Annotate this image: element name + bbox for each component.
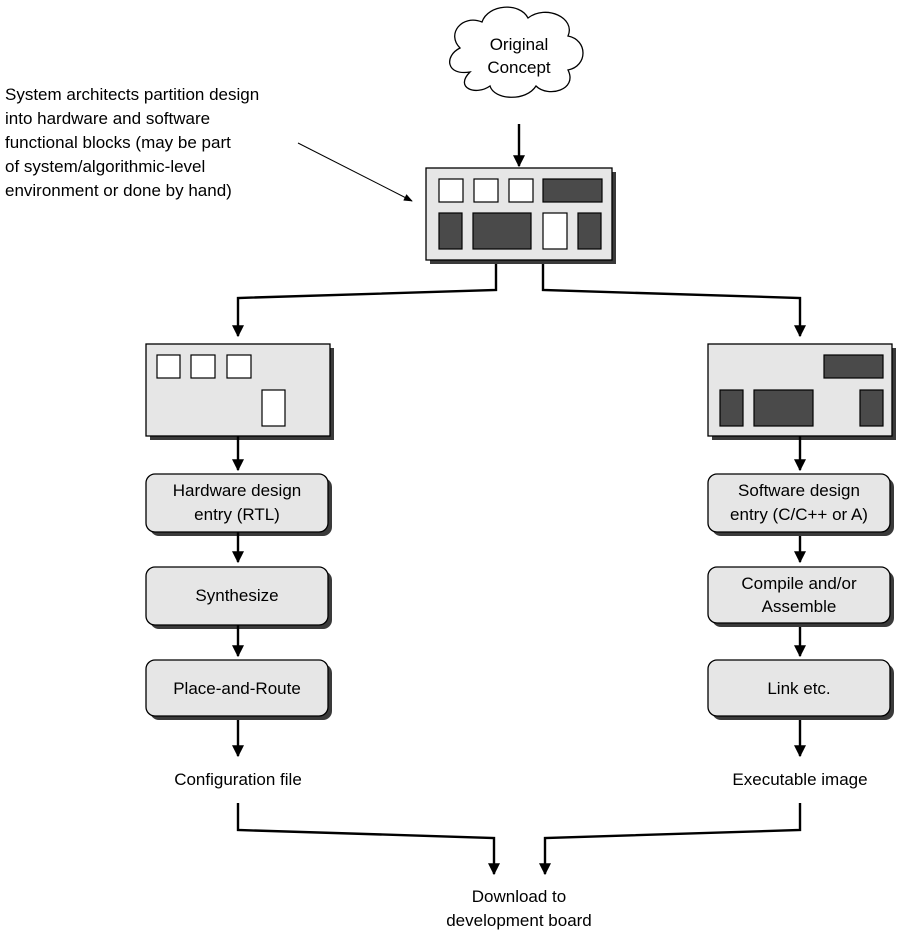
hw-block [473,178,499,203]
hw-block [261,389,286,427]
sw-block [438,212,463,250]
compile-assemble-step: Compile and/or Assemble [707,566,894,627]
arrow-executable-to-download [539,803,802,876]
sw-block [472,212,532,250]
annotation-line: environment or done by hand) [5,181,232,200]
synthesize-step: Synthesize [145,566,332,629]
sw-block [823,354,884,379]
annotation-pointer [297,142,413,202]
arrow-config-to-download [236,803,500,876]
original-concept-cloud: Original Concept [449,6,584,98]
sw-block [753,389,814,427]
step-label: Compile and/or [741,574,857,593]
system-partition-panel [425,167,616,264]
hw-block [508,178,534,203]
step-label: Software design [738,481,860,500]
sw-block [577,212,602,250]
annotation-line: System architects partition design [5,85,259,104]
place-and-route-step: Place-and-Route [145,659,332,720]
annotation-line: into hardware and software [5,109,210,128]
annotation-line: functional blocks (may be part [5,133,231,152]
hw-block [156,354,181,379]
sw-block [859,389,884,427]
annotation-text: System architects partition design into … [5,85,259,200]
software-blocks-panel [707,343,896,440]
hw-block [190,354,216,379]
hw-block [226,354,252,379]
step-label: entry (RTL) [194,505,280,524]
arrow-system-to-hardware [232,264,498,338]
step-label: Synthesize [195,586,278,605]
download-line: development board [446,911,592,930]
executable-image-label: Executable image [732,770,867,789]
cloud-line: Concept [487,58,551,77]
hw-block [542,212,568,250]
step-label: Place-and-Route [173,679,301,698]
link-step: Link etc. [707,659,894,720]
software-design-entry-step: Software design entry (C/C++ or A) [707,473,894,536]
step-label: entry (C/C++ or A) [730,505,868,524]
hw-block [438,178,464,203]
step-label: Hardware design [173,481,302,500]
download-line: Download to [472,887,567,906]
arrow-system-to-software [541,264,806,338]
cloud-line: Original [490,35,549,54]
sw-block [719,389,744,427]
step-label: Assemble [762,597,837,616]
configuration-file-label: Configuration file [174,770,302,789]
download-label: Download to development board [446,887,592,930]
step-label: Link etc. [767,679,830,698]
hardware-design-entry-step: Hardware design entry (RTL) [145,473,332,536]
sw-block [542,178,603,203]
hardware-blocks-panel [145,343,334,440]
annotation-line: of system/algorithmic-level [5,157,205,176]
